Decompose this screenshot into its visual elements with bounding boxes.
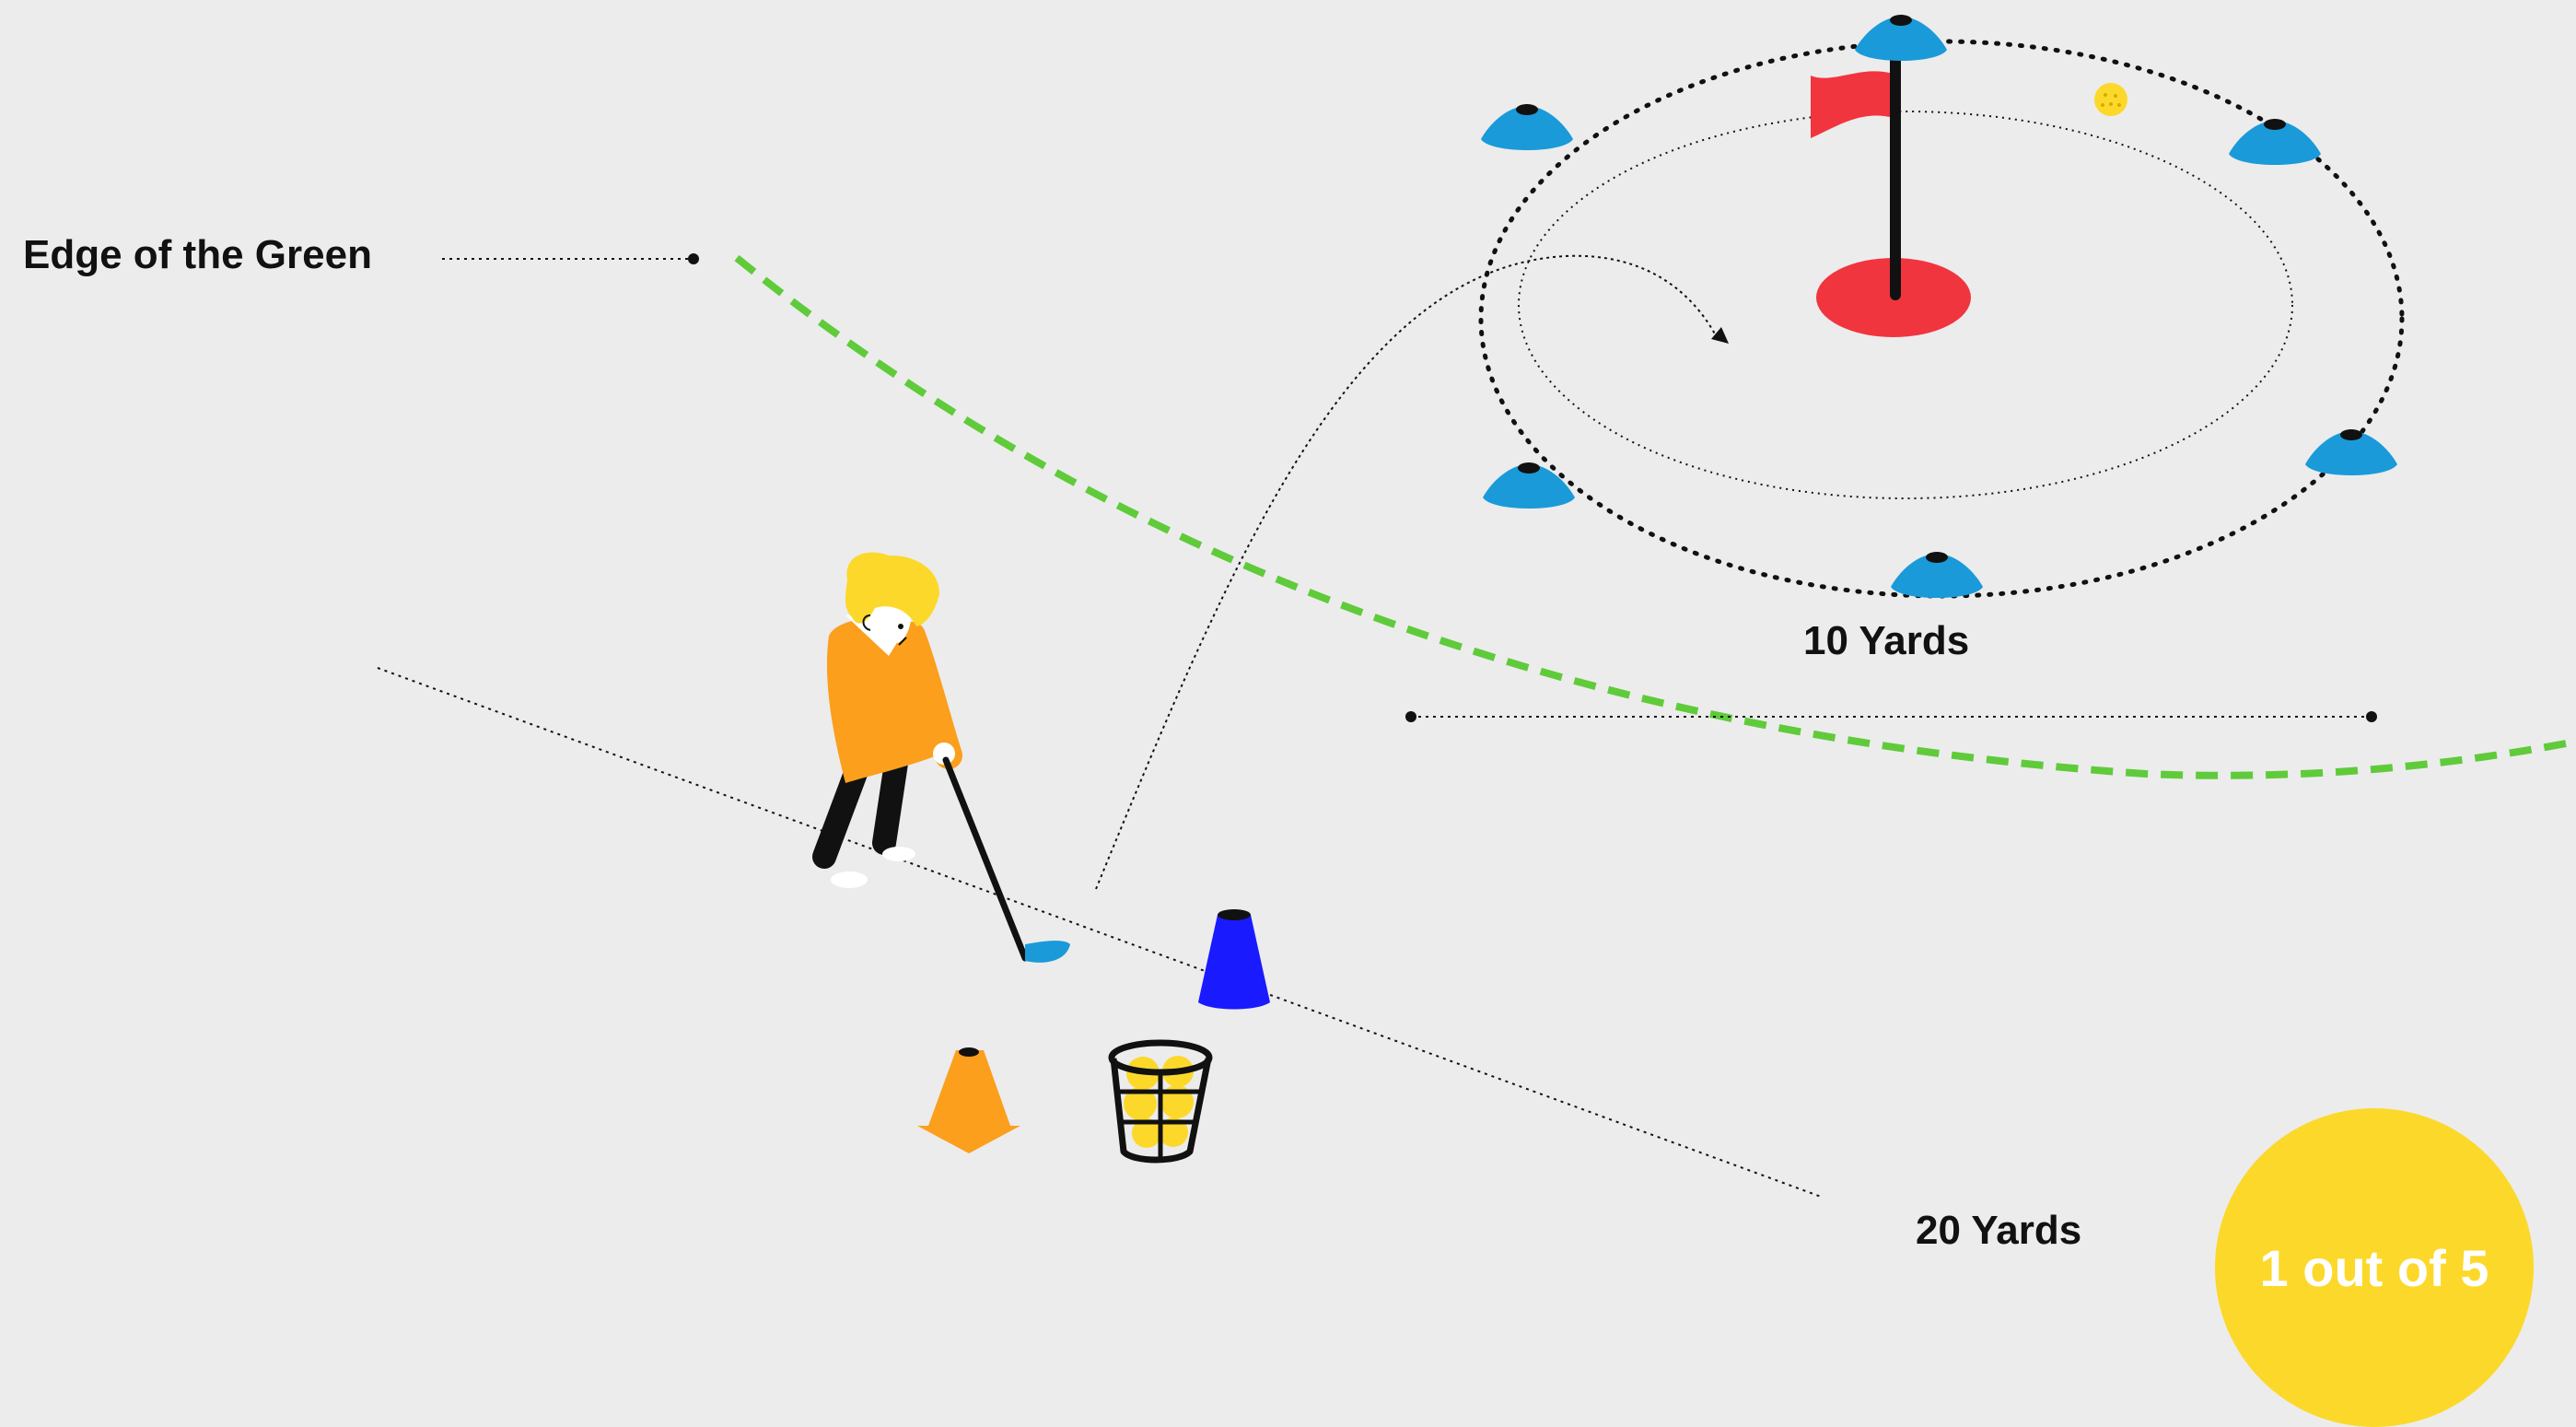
target-cone-icon xyxy=(1481,104,1573,150)
twenty-yards-line xyxy=(378,668,1824,1198)
target-cone-icon xyxy=(1483,462,1575,509)
ten-yards-line xyxy=(1405,711,2377,722)
target-cone-icon xyxy=(2305,429,2397,475)
flag-icon xyxy=(1811,41,1895,295)
edge-of-green-label: Edge of the Green xyxy=(23,235,372,275)
orange-cone-icon xyxy=(917,1047,1020,1153)
golf-ball-icon xyxy=(2094,83,2127,116)
tee-cone-icon xyxy=(1198,909,1270,1010)
target-cone-icon xyxy=(1855,15,1947,61)
target-cone-icon xyxy=(1891,552,1983,598)
golfer-figure xyxy=(824,553,1070,963)
ball-basket-icon xyxy=(1112,1043,1209,1160)
edge-of-green-leader xyxy=(442,253,699,264)
green-edge-line xyxy=(737,258,2576,776)
twenty-yards-label: 20 Yards xyxy=(1916,1211,2081,1251)
progress-badge: 1 out of 5 xyxy=(2215,1108,2534,1427)
ten-yards-label: 10 Yards xyxy=(1803,621,1969,661)
progress-badge-text: 1 out of 5 xyxy=(2260,1238,2489,1298)
shot-trajectory xyxy=(1096,256,1729,889)
target-cone-icon xyxy=(2229,119,2321,165)
